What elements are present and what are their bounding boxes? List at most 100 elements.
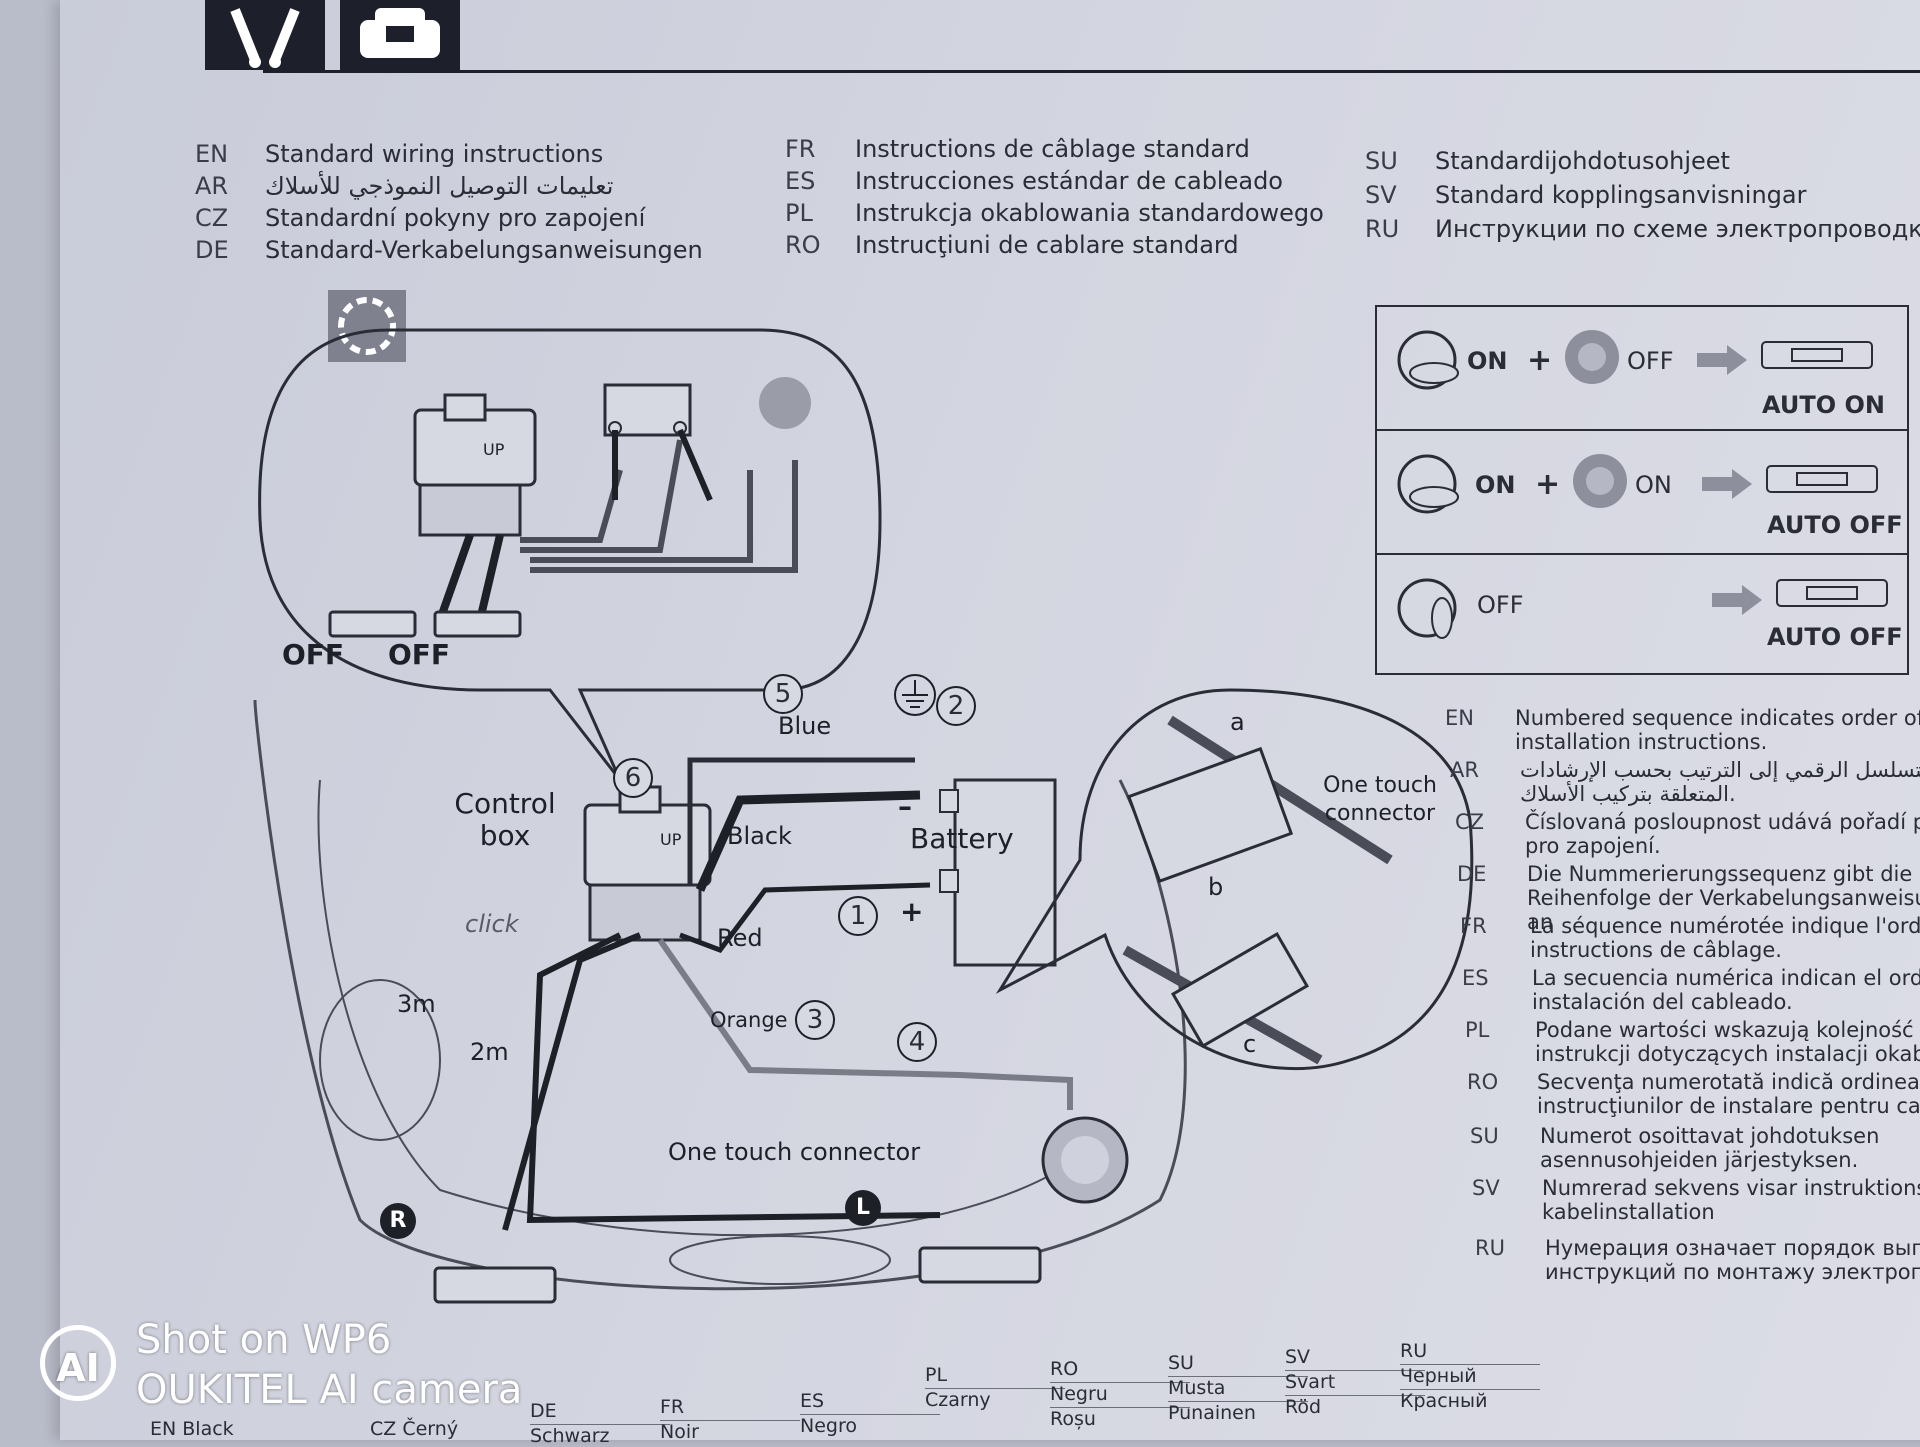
right-side-badge: R — [380, 1203, 416, 1239]
cable-icon — [205, 0, 325, 70]
battery — [939, 778, 1057, 967]
legend-item: ARيشير التسلسل الرقمي إلى الترتيب بحسب ا… — [1450, 758, 1920, 806]
red-wire-label: Red — [717, 924, 763, 952]
one-touch-connector-inset-label: One touch connector — [1323, 773, 1437, 826]
colour-column: EN Black — [150, 1418, 234, 1440]
step-a-label: a — [1230, 708, 1245, 736]
car-outline — [253, 699, 1187, 1291]
drl-lamp-icon — [1772, 575, 1892, 619]
watermark-line-1: Shot on WP6 — [136, 1317, 392, 1363]
up-label: UP — [660, 830, 682, 849]
battery-positive-label: + — [900, 895, 924, 928]
click-label: click — [465, 910, 519, 938]
watermark-line-2: OUKITEL AI camera — [136, 1367, 523, 1413]
ignition-key-icon — [1392, 573, 1462, 647]
length-2m-label: 2m — [470, 1038, 509, 1066]
arrow-right-icon — [1712, 585, 1762, 619]
wire-blue — [687, 757, 915, 885]
inset-lamp-left — [328, 610, 417, 638]
step-b-label: b — [1208, 873, 1224, 901]
drl-lamp-left — [918, 1246, 1042, 1284]
left-side-badge: L — [845, 1190, 881, 1226]
drl-lamp-icon — [1762, 461, 1882, 505]
mode-row: OFF AUTO OFF — [1377, 555, 1907, 673]
headlight-icon — [1562, 327, 1622, 391]
drl-lamp-icon — [1757, 337, 1877, 381]
wiring-diagram — [253, 290, 1474, 1304]
inset-up-label: UP — [483, 440, 505, 459]
ai-logo-icon: AI — [40, 1325, 116, 1401]
drl-lamp-right — [433, 1266, 557, 1304]
fan-icon — [328, 290, 406, 362]
header-rule — [263, 70, 1920, 73]
step-5-marker: 5 — [763, 674, 803, 714]
wire-black — [695, 790, 921, 892]
colour-column: CZ Černý — [370, 1418, 459, 1440]
inset-label-off-right: OFF — [388, 638, 451, 671]
mode-row: ON + OFF AUTO ON — [1377, 307, 1907, 431]
length-3m-label: 3m — [397, 990, 436, 1018]
one-touch-connector-label: One touch connector — [668, 1138, 921, 1166]
inset-lamp-right — [433, 610, 522, 638]
orange-wire-label: Orange — [710, 1008, 788, 1032]
mode-row: ON + ON AUTO OFF — [1377, 431, 1907, 555]
battery-negative-label: – — [898, 790, 912, 823]
wire-red — [679, 882, 931, 953]
mode-table: ON + OFF AUTO ON ON + ON AUTO OFF OFF AU… — [1375, 305, 1909, 675]
step-c-label: c — [1243, 1030, 1257, 1058]
headlight-icon — [1570, 451, 1630, 515]
blue-wire-label: Blue — [778, 712, 832, 740]
inset-battery — [603, 383, 692, 437]
wire-orange — [657, 938, 1073, 1110]
control-box-label: Control box — [454, 787, 556, 852]
arrow-right-icon — [1702, 469, 1752, 503]
step-2-marker: 2 — [936, 686, 976, 726]
car-front-icon — [340, 0, 460, 70]
wire-2m — [526, 932, 941, 1224]
inset-bubble — [258, 328, 882, 781]
inset-label-off-left: OFF — [282, 638, 345, 671]
inset-control-box — [413, 393, 537, 537]
inset-headlight-icon — [759, 377, 811, 429]
ignition-key-icon — [1392, 449, 1462, 523]
control-box — [583, 785, 712, 942]
ground-icon — [894, 674, 936, 716]
arrow-right-icon — [1697, 345, 1747, 379]
battery-label: Battery — [910, 822, 1014, 855]
step-6-marker: 6 — [613, 758, 653, 798]
black-wire-label: Black — [727, 822, 792, 850]
step-4-marker: 4 — [897, 1022, 937, 1062]
step-3-marker: 3 — [795, 1000, 835, 1040]
wire-3m — [502, 932, 642, 1231]
connector-inset — [995, 688, 1474, 1071]
